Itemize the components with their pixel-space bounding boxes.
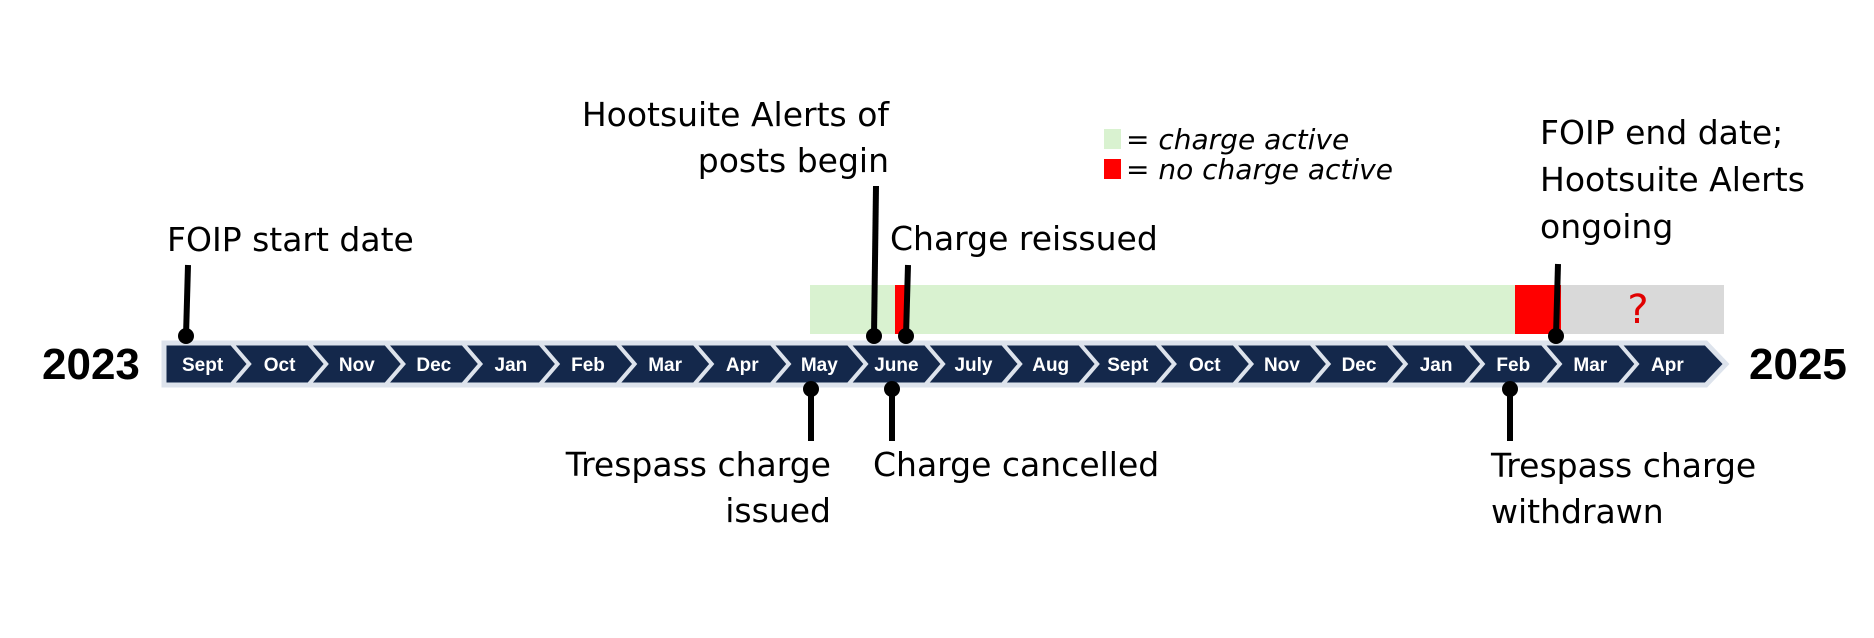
- chevron-separator: [1154, 341, 1177, 387]
- month-label: Dec: [416, 355, 451, 376]
- unknown-question-mark: ?: [1627, 287, 1648, 333]
- event-label: Charge reissued: [890, 219, 1158, 258]
- month-label: Nov: [339, 355, 375, 376]
- marker-stem: [1553, 263, 1561, 337]
- month-label: July: [954, 355, 992, 376]
- month-arrow: Sept Oct Nov Dec Jan Feb Mar Apr May June July Aug S…: [161, 340, 1730, 388]
- chevron-separators: [229, 341, 1640, 387]
- event-label: issued: [725, 491, 831, 530]
- marker-dot: [898, 328, 914, 344]
- month-label: May: [801, 355, 838, 376]
- event-label: FOIP end date;: [1540, 113, 1783, 152]
- legend-inactive-label: = no charge active: [1126, 153, 1393, 186]
- month-label: Mar: [648, 355, 682, 376]
- marker-dot: [866, 328, 882, 344]
- month-label: Jan: [495, 355, 528, 376]
- month-label: Oct: [1189, 355, 1221, 376]
- legend-swatch-active: [1104, 129, 1121, 149]
- event-trespass-issued: Trespass charge issued: [565, 381, 831, 530]
- month-label: Mar: [1573, 355, 1607, 376]
- chevron-separator: [1463, 341, 1486, 387]
- event-label: FOIP start date: [167, 220, 414, 259]
- event-charge-cancelled: Charge cancelled: [873, 381, 1159, 484]
- month-label: Feb: [571, 355, 605, 376]
- event-label: Hootsuite Alerts: [1540, 160, 1805, 199]
- month-label: Apr: [726, 355, 759, 376]
- chevron-separator: [1617, 341, 1640, 387]
- chevron-separator: [1231, 341, 1255, 387]
- chevron-separator: [846, 341, 869, 387]
- month-label: Jan: [1420, 355, 1453, 376]
- chevron-separator: [1308, 341, 1332, 387]
- event-trespass-withdrawn: Trespass charge withdrawn: [1490, 381, 1756, 531]
- marker-dot: [1548, 328, 1564, 344]
- marker-stem: [871, 185, 879, 337]
- month-label: Oct: [264, 355, 296, 376]
- chevron-separator: [1077, 341, 1100, 387]
- month-label: Sept: [1107, 355, 1149, 376]
- month-label: Aug: [1032, 355, 1069, 376]
- event-hootsuite-begin: Hootsuite Alerts of posts begin: [582, 95, 891, 344]
- marker-dot: [178, 328, 194, 344]
- chevron-separator: [692, 341, 715, 387]
- event-label: Trespass charge: [1490, 446, 1756, 485]
- event-label: ongoing: [1540, 207, 1673, 246]
- start-year-label: 2023: [42, 340, 140, 389]
- marker-stem: [903, 264, 911, 337]
- chevron-separator: [306, 341, 329, 387]
- month-label: Apr: [1651, 355, 1684, 376]
- legend-active-label: = charge active: [1126, 123, 1349, 156]
- status-segment-active-2: [905, 285, 1515, 334]
- event-foip-end: FOIP end date; Hootsuite Alerts ongoing: [1540, 113, 1805, 344]
- month-label: Nov: [1264, 355, 1300, 376]
- event-label: withdrawn: [1491, 492, 1664, 531]
- chevron-separator: [615, 341, 638, 387]
- chevron-separator: [460, 341, 484, 387]
- chevron-separator: [923, 341, 946, 387]
- month-label: June: [874, 355, 918, 376]
- legend: = charge active = no charge active: [1104, 123, 1393, 186]
- end-year-label: 2025: [1749, 340, 1847, 389]
- event-label: Trespass charge: [565, 445, 831, 484]
- charge-status-bar: ?: [810, 285, 1724, 334]
- status-segment-active-1: [810, 285, 895, 334]
- month-label: Sept: [182, 355, 224, 376]
- status-segment-unknown: [1561, 285, 1724, 334]
- month-label: Dec: [1342, 355, 1377, 376]
- chevron-separator: [537, 341, 561, 387]
- chevron-separator: [383, 341, 406, 387]
- event-charge-reissued: Charge reissued: [890, 219, 1158, 344]
- marker-stem: [183, 264, 191, 337]
- chevron-separator: [229, 341, 252, 387]
- chevron-separator: [1000, 341, 1023, 387]
- chevron-separator: [769, 341, 792, 387]
- event-label: Charge cancelled: [873, 445, 1159, 484]
- chevron-separator: [1386, 341, 1409, 387]
- event-label: Hootsuite Alerts of: [582, 95, 891, 134]
- legend-swatch-inactive: [1104, 159, 1121, 179]
- month-labels: Sept Oct Nov Dec Jan Feb Mar Apr May June July Aug S…: [182, 355, 1684, 376]
- event-foip-start: FOIP start date: [167, 220, 414, 344]
- event-label: posts begin: [698, 141, 889, 180]
- chevron-separator: [1540, 341, 1563, 387]
- month-label: Feb: [1496, 355, 1530, 376]
- status-segment-inactive-1: [895, 285, 905, 334]
